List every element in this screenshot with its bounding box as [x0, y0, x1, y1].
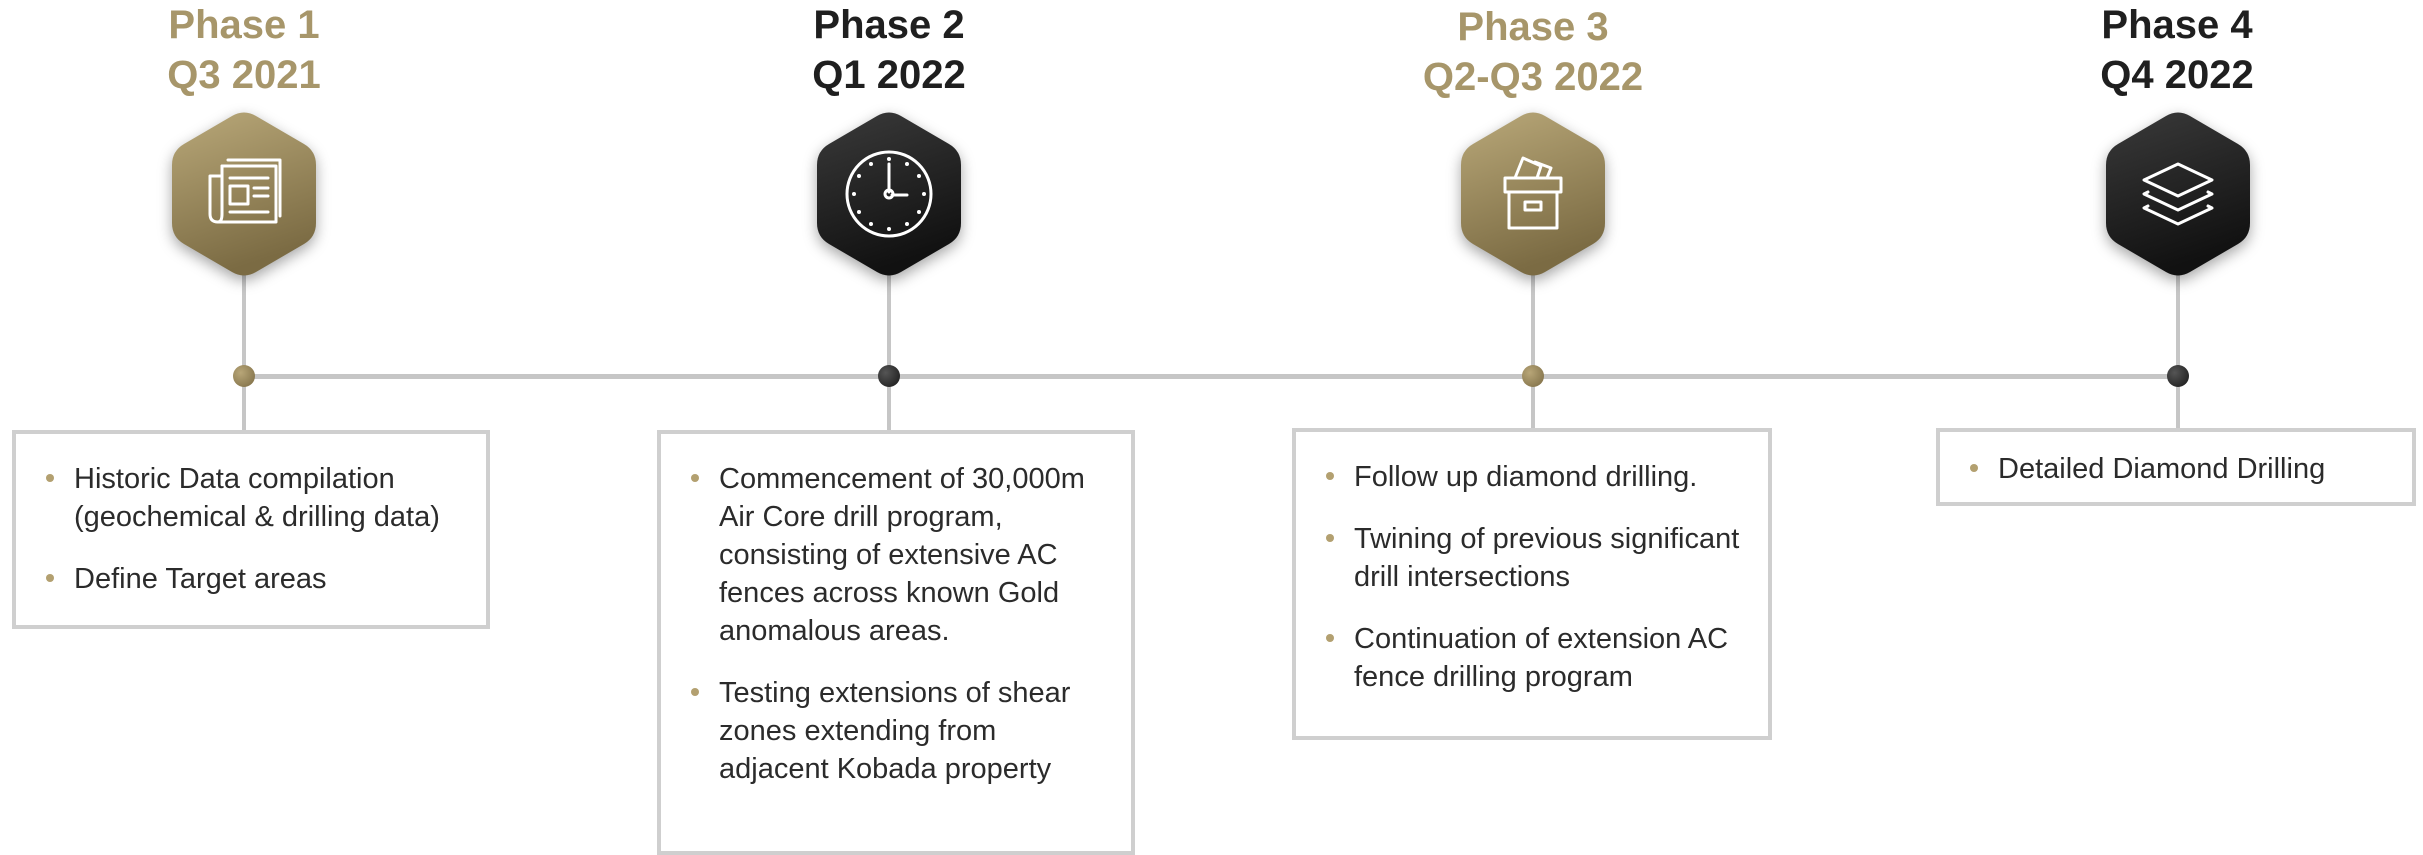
phase-1-connector	[242, 270, 246, 430]
phase-1-heading: Phase 1 Q3 2021	[44, 0, 444, 100]
phase-1-title: Phase 1	[168, 3, 320, 47]
timeline-axis	[243, 374, 2179, 379]
phase-3-title: Phase 3	[1457, 5, 1609, 49]
phase-3-heading: Phase 3 Q2-Q3 2022	[1333, 2, 1733, 102]
phase-3-period: Q2-Q3 2022	[1422, 55, 1644, 99]
phase-1-period: Q3 2021	[167, 53, 321, 97]
phase-3-item: Follow up diamond drilling.	[1318, 458, 1746, 496]
phase-2-details: Commencement of 30,000m Air Core drill p…	[657, 430, 1135, 855]
phase-1-item: Historic Data compilation (geochemical &…	[38, 460, 464, 536]
newspaper-icon	[208, 158, 282, 224]
phase-4-connector	[2176, 270, 2180, 428]
layers-icon	[2142, 162, 2214, 226]
phase-1-item: Define Target areas	[38, 560, 464, 598]
phase-3-details: Follow up diamond drilling. Twining of p…	[1292, 428, 1772, 740]
phase-3-marker	[1522, 365, 1544, 387]
phase-4-details: Detailed Diamond Drilling	[1936, 428, 2416, 506]
phase-2-heading: Phase 2 Q1 2022	[689, 0, 1089, 100]
phase-2-hexagon	[817, 112, 961, 276]
phase-2-period: Q1 2022	[812, 53, 966, 97]
phase-4-marker	[2167, 365, 2189, 387]
phase-3-hexagon	[1461, 112, 1605, 276]
phase-2-item: Commencement of 30,000m Air Core drill p…	[683, 460, 1109, 650]
phase-4-item: Detailed Diamond Drilling	[1962, 450, 2390, 488]
phase-4-title: Phase 4	[2101, 3, 2253, 47]
phase-2-title: Phase 2	[813, 3, 965, 47]
phase-3-item: Twining of previous significant drill in…	[1318, 520, 1746, 596]
archive-box-icon	[1503, 156, 1563, 230]
phase-4-heading: Phase 4 Q4 2022	[1977, 0, 2377, 100]
phase-2-marker	[878, 365, 900, 387]
phase-1-details: Historic Data compilation (geochemical &…	[12, 430, 490, 629]
phase-1-marker	[233, 365, 255, 387]
phase-1-hexagon	[172, 112, 316, 276]
clock-icon	[845, 150, 933, 238]
phase-2-connector	[887, 270, 891, 430]
phase-4-period: Q4 2022	[2100, 53, 2254, 97]
phase-2-item: Testing extensions of shear zones extend…	[683, 674, 1109, 788]
phase-3-item: Continuation of extension AC fence drill…	[1318, 620, 1746, 696]
phase-4-hexagon	[2106, 112, 2250, 276]
phase-3-connector	[1531, 270, 1535, 428]
